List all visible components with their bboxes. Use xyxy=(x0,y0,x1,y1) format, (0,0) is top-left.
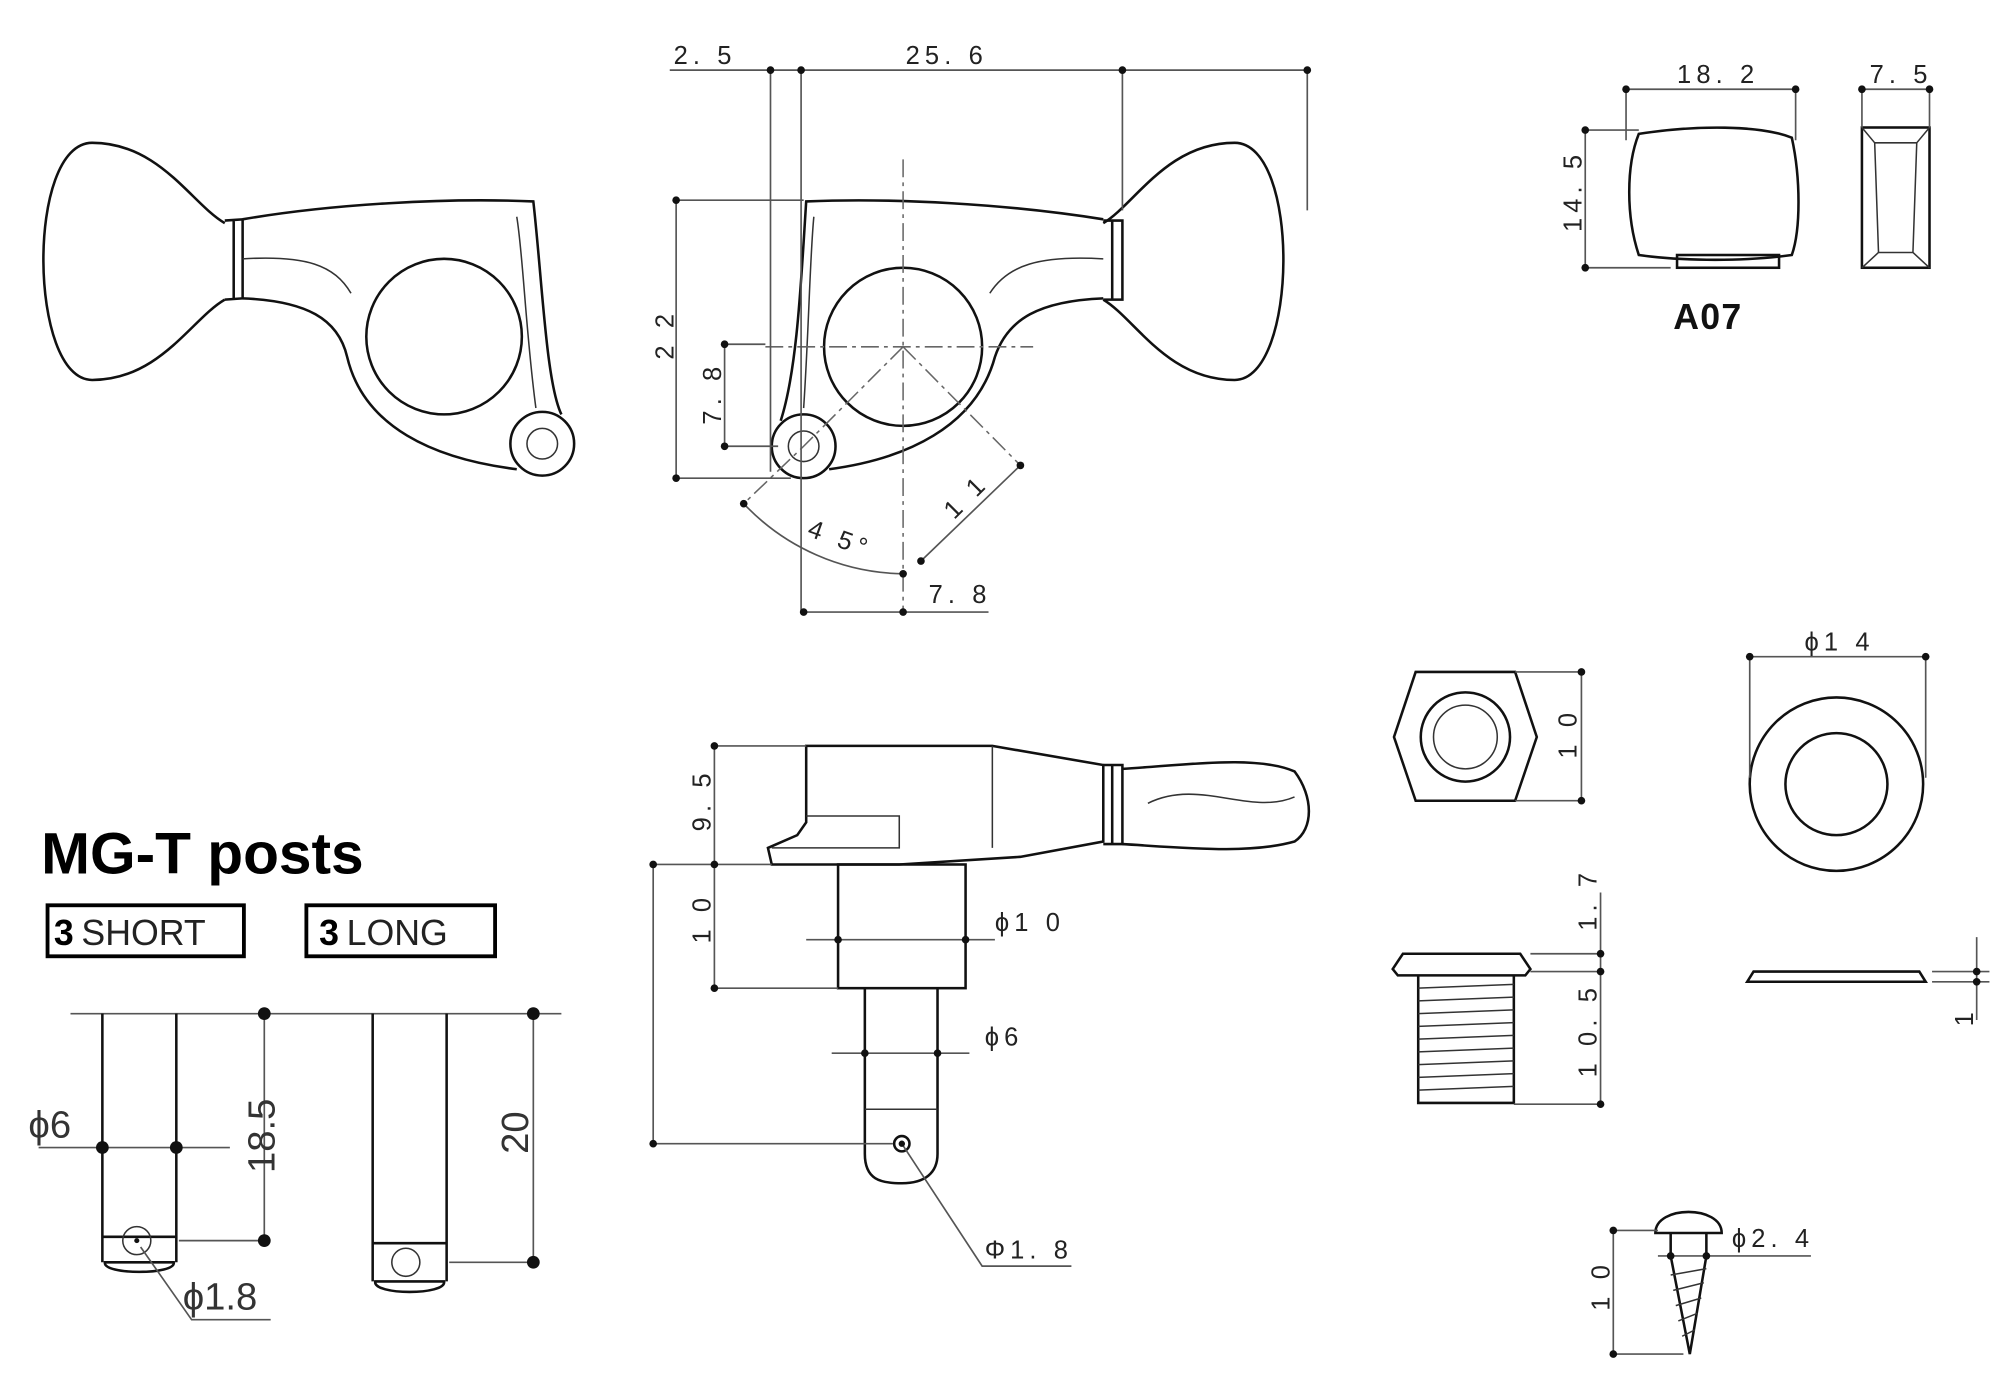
bushing-flange: 1. 7 xyxy=(1575,868,1603,931)
hex-nut: 1 0 xyxy=(1392,668,1586,805)
dim-hole-diameter: Φ1. 8 xyxy=(985,1236,1073,1264)
screw-ring xyxy=(509,410,576,477)
short-count: 3 xyxy=(54,913,74,953)
long-post-height: 20 xyxy=(494,1111,537,1154)
tuner-button xyxy=(1102,141,1285,382)
dim-body-height: 9. 5 xyxy=(689,768,717,831)
bushing-length: 1 0. 5 xyxy=(1575,983,1603,1077)
washer: ϕ1 4 xyxy=(1745,628,1930,873)
dim-shaft-diameter: ϕ6 xyxy=(985,1024,1024,1052)
button-width: 18. 2 xyxy=(1677,61,1759,89)
tuner-rear-view xyxy=(42,141,576,477)
short-posts-label-box xyxy=(45,903,246,959)
short-post-hole: ϕ1.8 xyxy=(183,1275,258,1318)
button-front xyxy=(1627,126,1800,262)
dim-offset: 2. 5 xyxy=(674,42,737,70)
short-label: SHORT xyxy=(81,913,205,953)
short-post-diameter: ϕ6 xyxy=(28,1103,71,1146)
post-shaft xyxy=(863,988,939,1185)
wood-screw: 1 0 ϕ2. 4 xyxy=(1587,1210,1814,1358)
tuner-button xyxy=(42,141,226,382)
posts-title: MG-T posts xyxy=(41,821,364,886)
nut-size: 1 0 xyxy=(1554,708,1582,759)
long-count: 3 xyxy=(319,913,339,953)
tuner-side-view: 9. 5 1 0 ϕ1 0 ϕ6 Φ1. 8 xyxy=(649,742,1311,1267)
thin-washer: 1 xyxy=(1744,937,1990,1026)
long-label: LONG xyxy=(347,913,448,953)
long-post xyxy=(371,1013,448,1294)
screw-diameter: ϕ2. 4 xyxy=(1732,1225,1814,1253)
button-neck xyxy=(224,217,244,301)
tuner-housing xyxy=(242,199,563,471)
button-height: 14. 5 xyxy=(1559,150,1587,232)
short-post xyxy=(101,1013,178,1274)
button-model: A07 xyxy=(1673,297,1742,337)
post-hole xyxy=(365,257,524,416)
dim-width: 25. 6 xyxy=(906,42,988,70)
dim-hole-height: 7. 8 xyxy=(699,362,727,425)
dim-hole-offset: 7. 8 xyxy=(929,581,992,609)
washer-diameter: ϕ1 4 xyxy=(1805,628,1875,656)
dim-post-diameter: ϕ1 0 xyxy=(995,909,1065,937)
button-side xyxy=(1860,126,1931,270)
button-thickness: 7. 5 xyxy=(1870,61,1933,89)
washer-thickness: 1 xyxy=(1951,1007,1979,1026)
dim-diagonal: 1 1 xyxy=(939,469,995,525)
post-upper xyxy=(836,863,967,990)
button-a07-detail: 18. 2 7. 5 14. 5 A07 xyxy=(1559,61,1934,337)
screw-length: 1 0 xyxy=(1587,1260,1615,1311)
dim-height: 2 2 xyxy=(652,309,680,360)
long-posts-label-box xyxy=(304,903,497,959)
bushing: 1. 7 1 0. 5 xyxy=(1391,868,1605,1109)
tuner-front-view: 2. 5 25. 6 2 2 7. 8 1 1 4 5° 7. 8 xyxy=(652,42,1312,616)
short-post-height: 18.5 xyxy=(240,1099,283,1173)
dim-post-height: 1 0 xyxy=(689,893,717,944)
dim-angle: 4 5° xyxy=(804,515,876,564)
